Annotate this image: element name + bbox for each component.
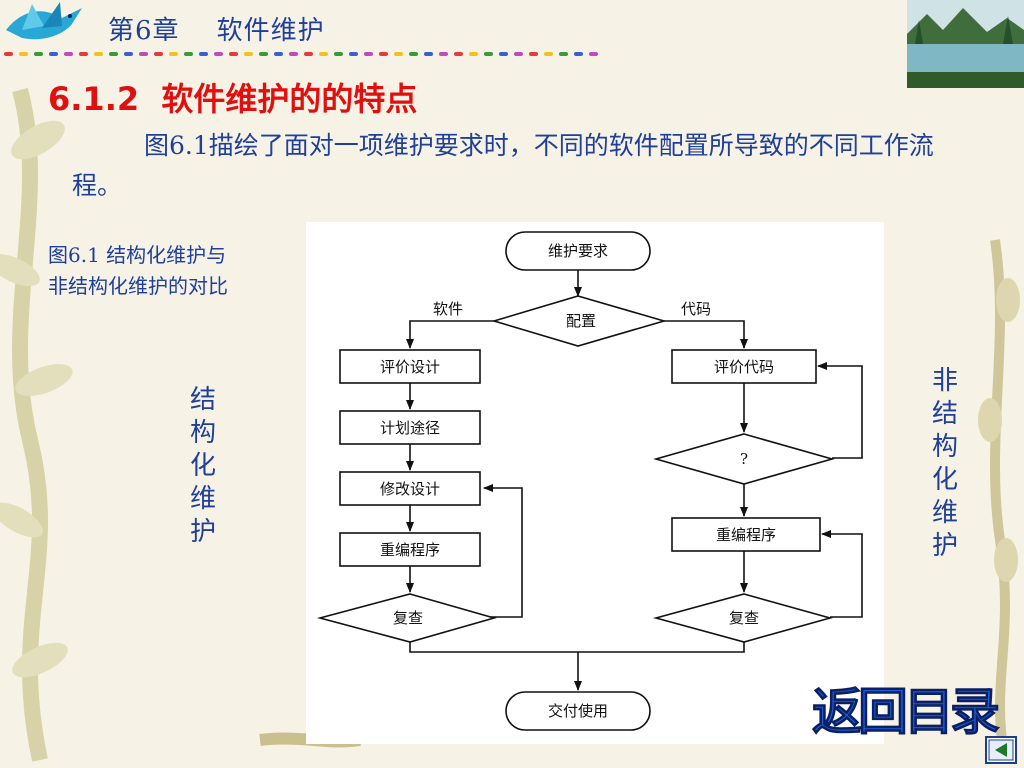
start-label: 维护要求 [548, 242, 608, 260]
divider-dash [439, 52, 448, 56]
left-step-2: 计划途径 [380, 419, 440, 437]
divider-dash [274, 52, 283, 56]
section-title: 6.1.2 软件维护的的特点 [48, 80, 418, 118]
divider-dash [154, 52, 163, 56]
divider-dash [199, 52, 208, 56]
step-modify-design [339, 471, 481, 506]
divider-dash [139, 52, 148, 56]
divider-dash [349, 52, 358, 56]
divider-dash [244, 52, 253, 56]
divider-dash [34, 52, 43, 56]
divider-dash [364, 52, 373, 56]
left-step-4: 重编程序 [380, 541, 440, 559]
divider-dash [64, 52, 73, 56]
figure-caption: 图6.1 结构化维护与 非结构化维护的对比 [48, 240, 228, 302]
divider-dash [544, 52, 553, 56]
return-to-contents-link[interactable]: 返回目录 [812, 683, 1001, 742]
branch-right-label: 代码 [681, 300, 711, 318]
landscape-photo [907, 0, 1024, 88]
body-paragraph: 图6.1描绘了面对一项维护要求时，不同的软件配置所导致的不同工作流程。 [72, 126, 952, 206]
figure-caption-line2: 非结构化维护的对比 [48, 274, 228, 298]
divider-dash [169, 52, 178, 56]
divider-dash [49, 52, 58, 56]
divider-dash [4, 52, 13, 56]
divider-dash [229, 52, 238, 56]
divider-dash [529, 52, 538, 56]
step-evaluate-design [339, 349, 481, 384]
review-right [652, 593, 833, 643]
divider-dash [334, 52, 343, 56]
divider-dash [379, 52, 388, 56]
divider-dash [574, 52, 583, 56]
header-divider [4, 52, 598, 56]
divider-dash [424, 52, 433, 56]
right-decision-label: ? [740, 450, 748, 468]
divider-dash [259, 52, 268, 56]
chapter-title: 第6章 软件维护 [108, 16, 325, 46]
review-left [316, 593, 497, 643]
left-step-3: 修改设计 [380, 480, 440, 498]
divider-dash [184, 52, 193, 56]
divider-dash [454, 52, 463, 56]
unstructured-maintenance-label: 非结构化维护 [931, 366, 958, 561]
divider-dash [94, 52, 103, 56]
left-review-label: 复查 [393, 609, 423, 627]
end-node [505, 691, 651, 731]
end-label: 交付使用 [548, 702, 608, 720]
body-paragraph-text: 图6.1描绘了面对一项维护要求时，不同的软件配置所导致的不同工作流程。 [72, 131, 934, 200]
step-recode-right [671, 517, 821, 552]
divider-dash [589, 52, 598, 56]
divider-dash [124, 52, 133, 56]
divider-dash [214, 52, 223, 56]
decision-label: 配置 [566, 312, 596, 330]
bird-logo-icon [6, 2, 82, 40]
divider-dash [394, 52, 403, 56]
structured-maintenance-label: 结构化维护 [189, 385, 216, 547]
right-step-1: 评价代码 [714, 358, 774, 376]
branch-left-label: 软件 [433, 300, 463, 318]
divider-dash [319, 52, 328, 56]
divider-dash [79, 52, 88, 56]
config-decision [491, 295, 667, 347]
divider-dash [559, 52, 568, 56]
right-step-2: 重编程序 [716, 526, 776, 544]
divider-dash [289, 52, 298, 56]
maintenance-flowchart: 维护要求 配置 软件 代码 评价设计 计划途径 修改设计 重编程序 复查 评价代… [306, 222, 884, 744]
divider-dash [514, 52, 523, 56]
right-decision [653, 433, 835, 485]
divider-dash [109, 52, 118, 56]
divider-dash [469, 52, 478, 56]
divider-dash [19, 52, 28, 56]
divider-dash [409, 52, 418, 56]
divider-dash [304, 52, 313, 56]
figure-caption-line1: 图6.1 结构化维护与 [48, 243, 227, 267]
divider-dash [484, 52, 493, 56]
back-arrow-icon[interactable] [985, 736, 1017, 764]
step-plan-approach [339, 410, 481, 445]
left-step-1: 评价设计 [380, 358, 440, 376]
step-evaluate-code [671, 349, 817, 384]
right-review-label: 复查 [729, 609, 759, 627]
divider-dash [499, 52, 508, 56]
step-recode-left [339, 532, 481, 567]
start-node [505, 231, 651, 271]
